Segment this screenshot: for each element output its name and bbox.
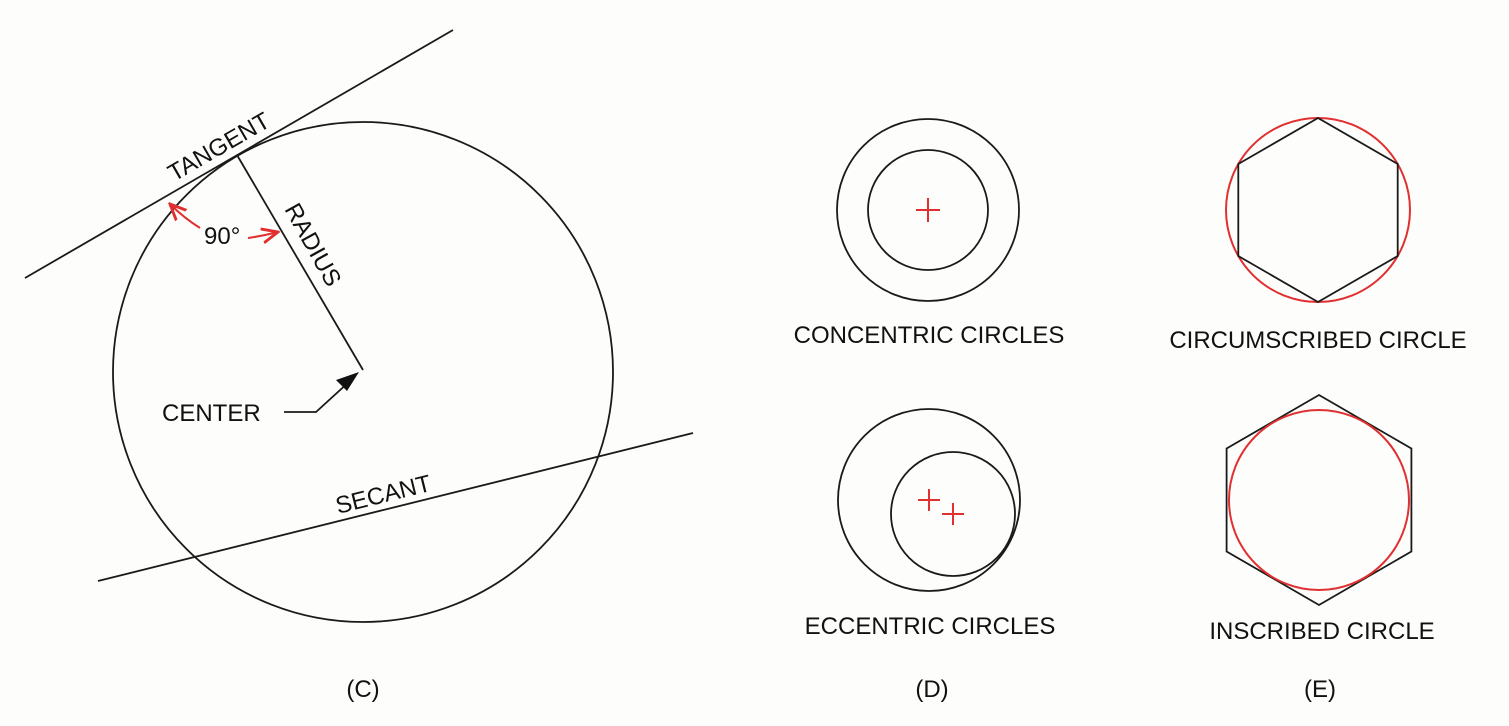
center-leader-line (284, 380, 351, 413)
circumscribed-label: CIRCUMSCRIBED CIRCLE (1169, 327, 1466, 354)
right-angle-arc-right (247, 232, 278, 238)
eccentric-label: ECCENTRIC CIRCLES (805, 613, 1056, 640)
eccentric-outer-circle (837, 408, 1021, 592)
eccentric-center-mark-inner (942, 503, 964, 525)
concentric-center-mark (916, 198, 940, 222)
inscribed-hexagon (1225, 393, 1413, 607)
center-arrowhead (336, 372, 359, 391)
circumscribed-hexagon (1237, 116, 1399, 304)
concentric-label: CONCENTRIC CIRCLES (794, 322, 1065, 349)
main-circle (112, 121, 614, 623)
secant-line (97, 432, 694, 582)
concentric-outer-circle (836, 118, 1020, 302)
eccentric-inner-circle (890, 451, 1016, 577)
tangent-label: TANGENT (164, 107, 276, 187)
panel-c: TANGENT RADIUS 90° CENTER SECANT (C) (24, 29, 694, 703)
caption-e: (E) (1304, 676, 1336, 703)
inscribed-circle (1228, 409, 1410, 591)
concentric-inner-circle (867, 149, 989, 271)
right-angle-arc-left (170, 204, 201, 229)
panel-d: CONCENTRIC CIRCLES ECCENTRIC CIRCLES (D) (794, 118, 1065, 703)
circumscribed-circle (1225, 117, 1411, 303)
inscribed-label: INSCRIBED CIRCLE (1209, 618, 1434, 645)
angle-label: 90° (204, 223, 240, 250)
caption-c: (C) (346, 676, 379, 703)
caption-d: (D) (915, 676, 948, 703)
radius-line (236, 154, 364, 371)
panel-e: CIRCUMSCRIBED CIRCLE INSCRIBED CIRCLE (E… (1169, 116, 1467, 703)
center-label: CENTER (162, 400, 261, 427)
secant-label: SECANT (333, 470, 434, 520)
tangent-line (24, 29, 454, 279)
eccentric-center-mark-outer (918, 489, 940, 511)
